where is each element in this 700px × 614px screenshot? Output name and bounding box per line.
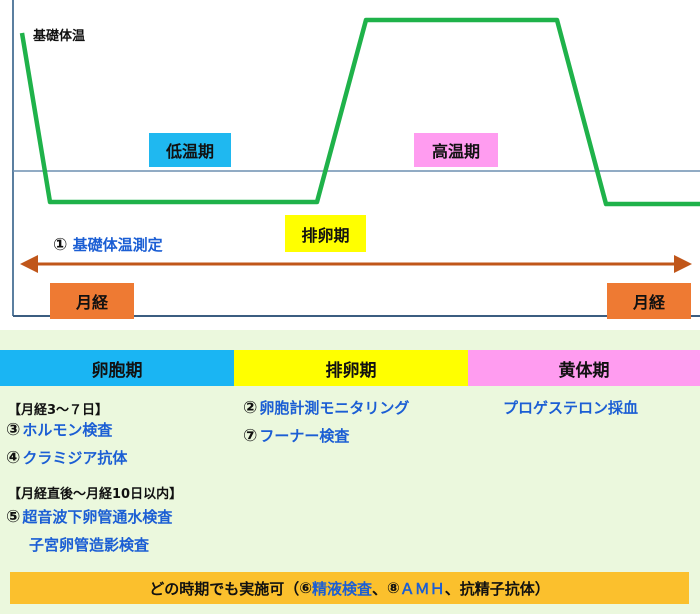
item-number: ⑧ (387, 579, 400, 597)
item-number: ① (53, 235, 68, 255)
bbt-chart: 基礎体温 低温期 高温期 排卵期 ① 基礎体温測定 月経 月経 (12, 0, 700, 319)
item-label: 卵胞計測モニタリング (259, 399, 410, 417)
item-label: クラミジア抗体 (22, 449, 128, 467)
test-item-continuation: 子宮卵管造影検査 (29, 536, 150, 554)
phase-ovulatory: 排卵期 (234, 350, 468, 386)
amh-label: ＡＭＨ (399, 579, 445, 598)
ovulation-text: 排卵期 (301, 225, 350, 245)
footer-separator: 、 (371, 579, 387, 598)
footer-prefix: どの時期でも実施可（ (149, 579, 300, 598)
bbt-curve (19, 17, 700, 207)
bbt-measure-label: ① 基礎体温測定 (53, 234, 163, 255)
item-number: ④ (6, 448, 21, 468)
menses-left-label: 月経 (50, 283, 134, 319)
item-number: ③ (6, 420, 21, 440)
ovulation-label: 排卵期 (285, 215, 366, 252)
follicular-note-2: 【月経直後～月経10日以内】 (8, 487, 183, 502)
phase-luteal: 黄体期 (468, 350, 700, 386)
test-item: プロゲステロン採血 (503, 399, 639, 417)
item-number: ⑥ (299, 579, 312, 597)
high-temp-phase-label: 高温期 (414, 133, 498, 167)
phase-follicular: 卵胞期 (0, 350, 234, 386)
footer-rest: 、抗精子抗体） (444, 579, 550, 598)
item-number: ⑤ (6, 507, 21, 527)
item-number: ⑦ (243, 426, 258, 446)
follicular-note-1: 【月経3～７日】 (8, 403, 109, 418)
item-number: ② (243, 398, 258, 418)
item-label: フーナー検査 (259, 427, 350, 445)
y-axis-label: 基礎体温 (33, 29, 86, 44)
bbt-measure-text: 基礎体温測定 (72, 236, 163, 254)
arrow-head-right (674, 255, 692, 273)
semen-test-label: 精液検査 (311, 579, 372, 598)
bbt-chart-svg (12, 0, 700, 317)
arrow-head-left (20, 255, 38, 273)
low-temp-phase-label: 低温期 (149, 133, 231, 167)
item-label: 超音波下卵管通水検査 (22, 508, 173, 526)
item-label: ホルモン検査 (22, 421, 113, 439)
menses-right-label: 月経 (607, 283, 691, 319)
